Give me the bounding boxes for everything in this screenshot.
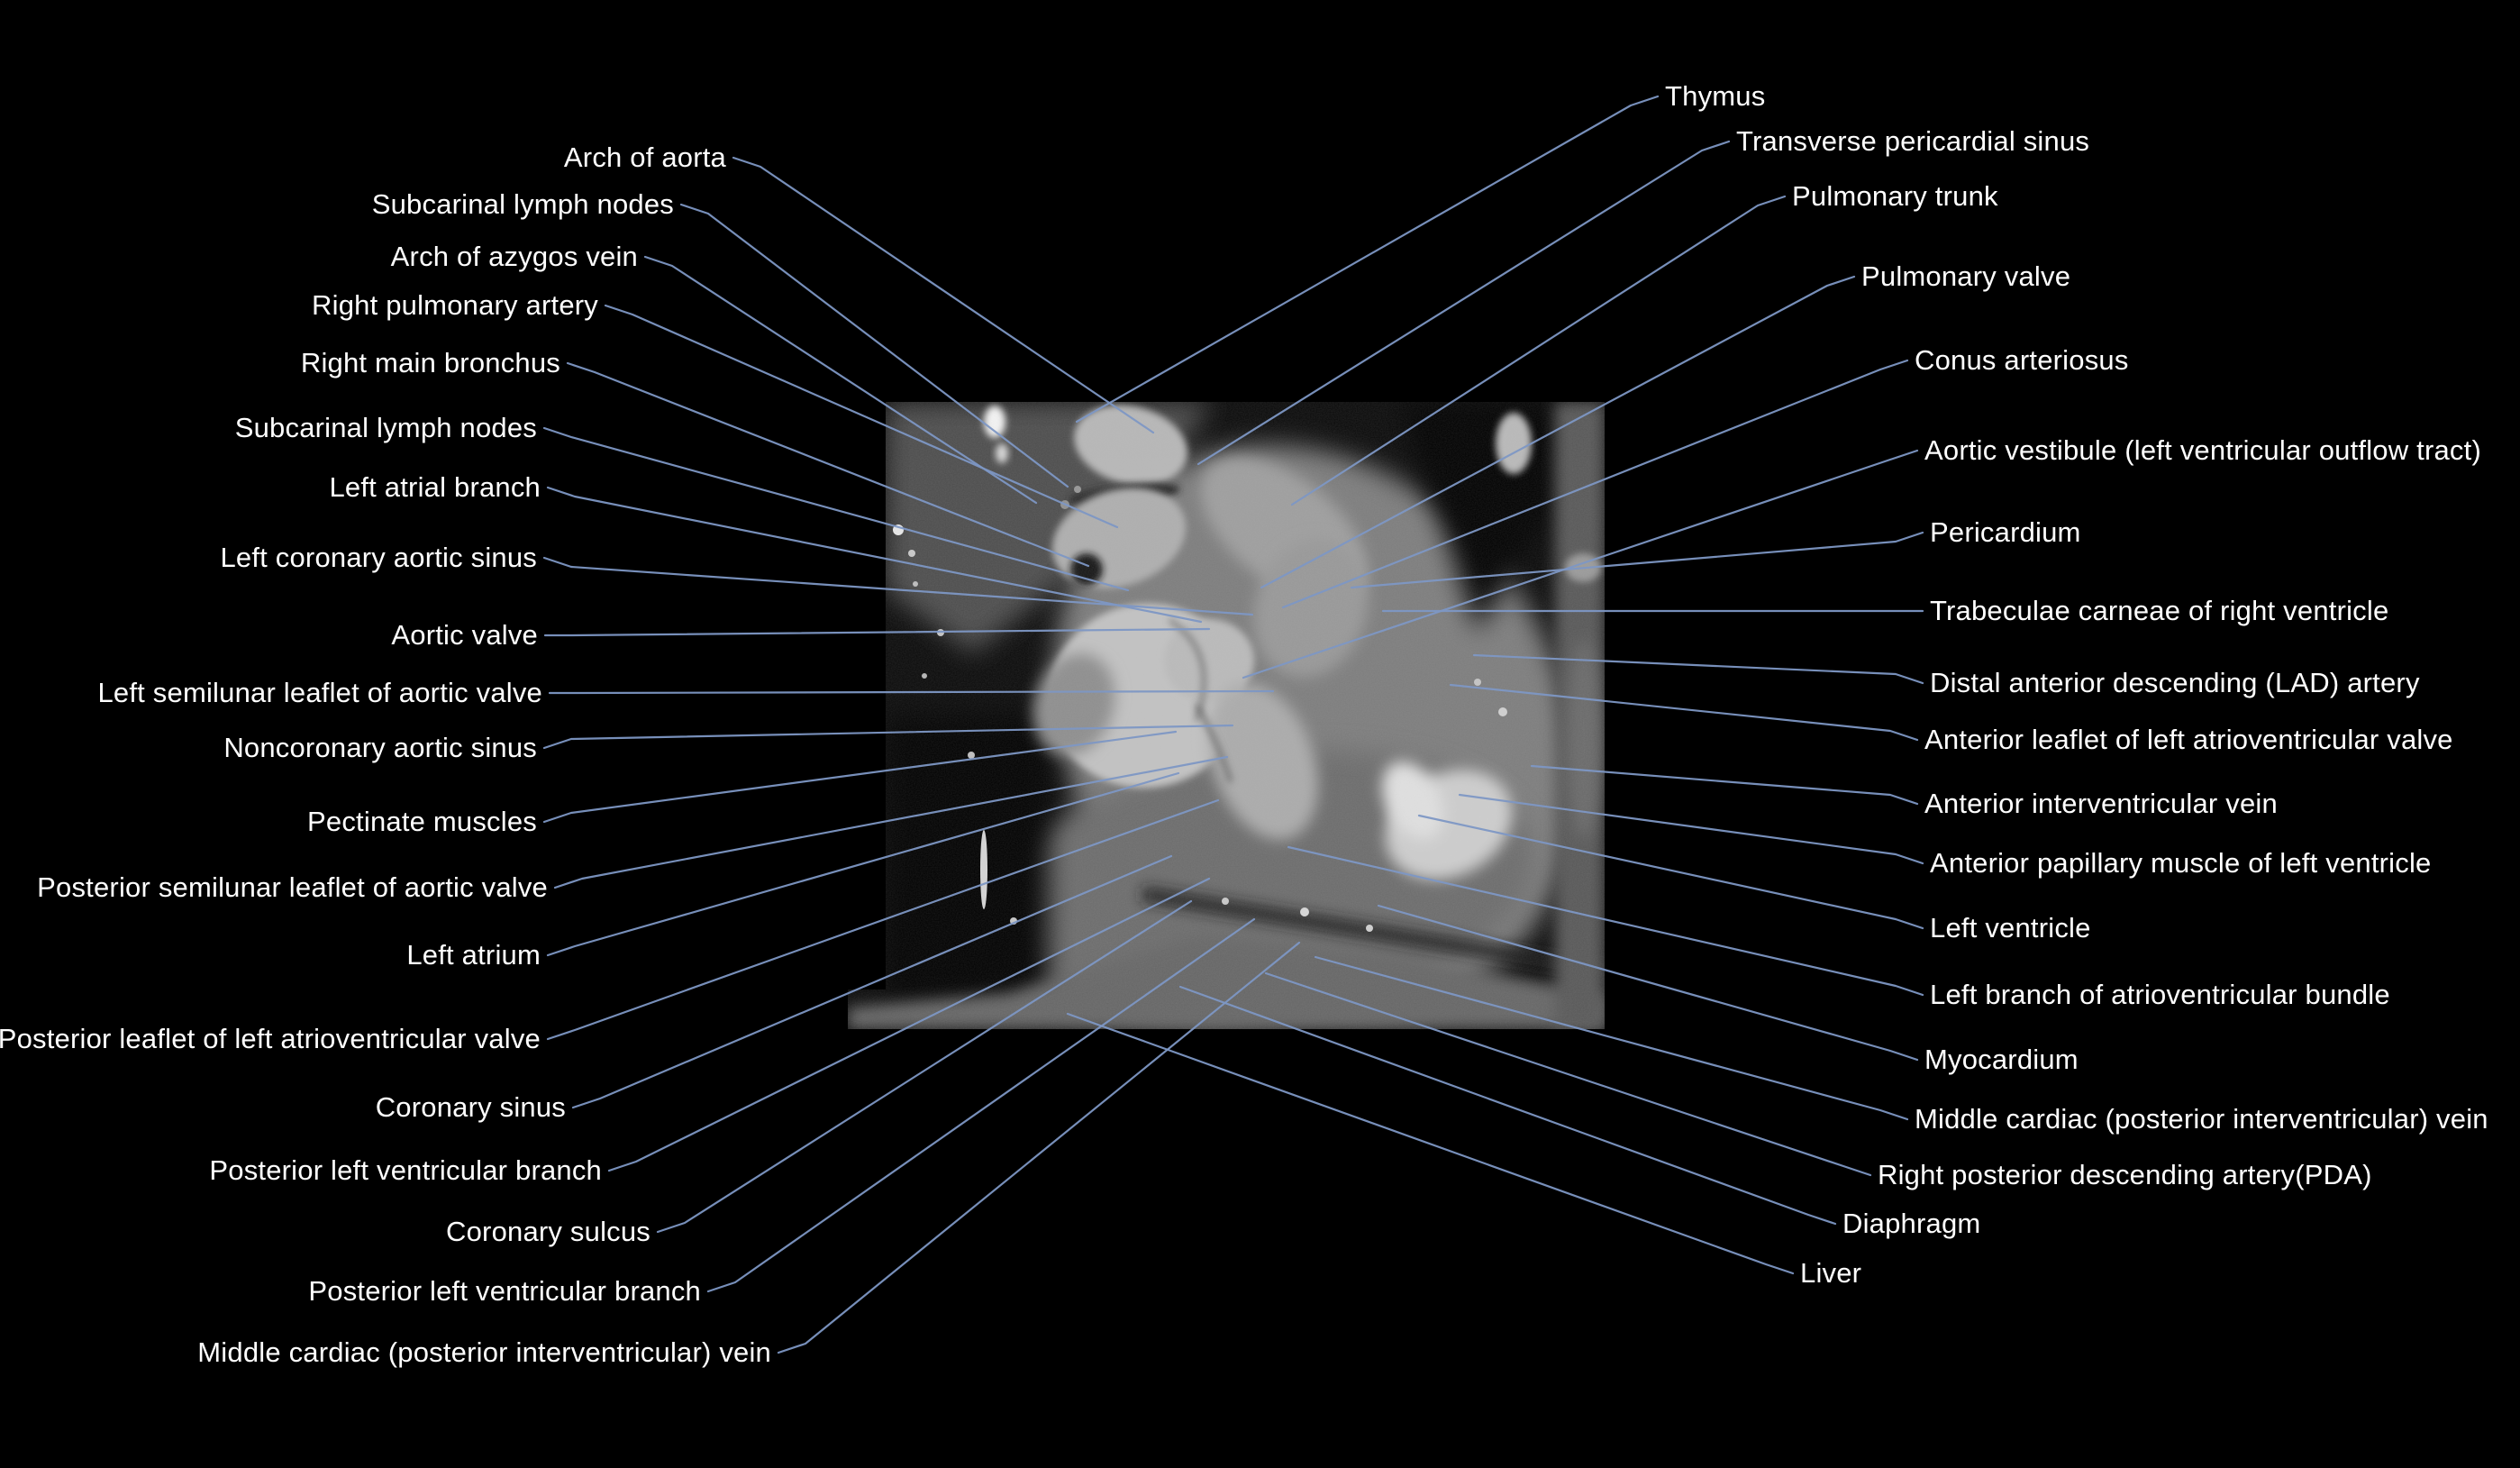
leader-subcarinal-lymph-nodes — [679, 203, 1069, 488]
ct-scan-image — [848, 402, 1605, 1029]
label-posterior-left-ventricular-branch: Posterior left ventricular branch — [209, 1154, 602, 1186]
leader-conus-arteriosus — [1281, 359, 1909, 609]
label-subcarinal-lymph-nodes: Subcarinal lymph nodes — [234, 412, 537, 443]
label-left-ventricle: Left ventricle — [1930, 912, 2091, 944]
leader-liver — [1066, 1012, 1795, 1275]
leader-diaphragm — [1178, 985, 1837, 1226]
leader-transverse-pericardial-sinus — [1196, 140, 1731, 466]
leader-right-pulmonary-artery — [604, 304, 1119, 529]
leader-anterior-papillary-muscle-of-left-ventricle — [1458, 793, 1924, 865]
leader-left-branch-of-atrioventricular-bundle — [1287, 845, 1924, 997]
leader-left-atrium — [546, 771, 1180, 957]
leader-middle-cardiac-posterior-interventricular-vein — [1314, 955, 1909, 1121]
label-conus-arteriosus: Conus arteriosus — [1915, 344, 2129, 376]
label-aortic-vestibule-left-ventricular-outflow-tract: Aortic vestibule (left ventricular outfl… — [1924, 434, 2481, 466]
label-arch-of-azygos-vein: Arch of azygos vein — [390, 241, 638, 272]
leader-anterior-leaflet-of-left-atrioventricular-valve — [1449, 683, 1919, 742]
leader-arch-of-azygos-vein — [643, 255, 1038, 505]
leader-thymus — [1075, 95, 1660, 424]
label-thymus: Thymus — [1665, 80, 1766, 112]
label-pulmonary-valve: Pulmonary valve — [1861, 260, 2071, 292]
label-posterior-leaflet-of-left-atrioventricular-valve: Posterior leaflet of left atrioventricul… — [0, 1023, 541, 1054]
label-right-posterior-descending-artery-pda: Right posterior descending artery(PDA) — [1878, 1159, 2372, 1190]
leader-noncoronary-aortic-sinus — [542, 724, 1234, 750]
label-pericardium: Pericardium — [1930, 516, 2081, 548]
leader-lines-layer — [542, 95, 1924, 1354]
leader-middle-cardiac-posterior-interventricular-vein — [777, 941, 1301, 1354]
label-middle-cardiac-posterior-interventricular-vein: Middle cardiac (posterior interventricul… — [1915, 1103, 2488, 1135]
label-middle-cardiac-posterior-interventricular-vein: Middle cardiac (posterior interventricul… — [197, 1336, 771, 1368]
label-noncoronary-aortic-sinus: Noncoronary aortic sinus — [223, 732, 537, 763]
leader-left-ventricle — [1417, 814, 1924, 930]
leader-posterior-leaflet-of-left-atrioventricular-valve — [546, 798, 1220, 1041]
leader-left-semilunar-leaflet-of-aortic-valve — [548, 689, 1275, 695]
leader-posterior-left-ventricular-branch — [607, 877, 1211, 1172]
label-right-main-bronchus: Right main bronchus — [300, 347, 560, 378]
leader-distal-anterior-descending-lad-artery — [1472, 653, 1924, 685]
label-left-atrium: Left atrium — [406, 939, 541, 971]
leader-right-posterior-descending-artery-pda — [1264, 971, 1872, 1177]
label-myocardium: Myocardium — [1924, 1044, 2079, 1075]
leader-posterior-left-ventricular-branch — [706, 917, 1256, 1293]
label-anterior-leaflet-of-left-atrioventricular-valve: Anterior leaflet of left atrioventricula… — [1924, 724, 2453, 755]
leader-myocardium — [1377, 904, 1919, 1062]
leader-aortic-vestibule-left-ventricular-outflow-tract — [1242, 449, 1919, 679]
leader-coronary-sinus — [571, 854, 1173, 1109]
leader-subcarinal-lymph-nodes — [542, 426, 1130, 592]
leader-aortic-valve — [543, 627, 1211, 637]
label-anterior-papillary-muscle-of-left-ventricle: Anterior papillary muscle of left ventri… — [1930, 847, 2432, 879]
label-subcarinal-lymph-nodes: Subcarinal lymph nodes — [371, 188, 674, 220]
label-distal-anterior-descending-lad-artery: Distal anterior descending (LAD) artery — [1930, 667, 2420, 698]
leader-pectinate-muscles — [542, 730, 1178, 824]
leader-anterior-interventricular-vein — [1530, 764, 1919, 806]
label-left-semilunar-leaflet-of-aortic-valve: Left semilunar leaflet of aortic valve — [97, 677, 542, 708]
label-left-atrial-branch: Left atrial branch — [329, 471, 541, 503]
label-coronary-sinus: Coronary sinus — [375, 1091, 566, 1123]
label-posterior-left-ventricular-branch: Posterior left ventricular branch — [308, 1275, 701, 1307]
label-anterior-interventricular-vein: Anterior interventricular vein — [1924, 788, 2278, 819]
leader-left-coronary-aortic-sinus — [542, 556, 1254, 616]
label-left-coronary-aortic-sinus: Left coronary aortic sinus — [220, 542, 537, 573]
label-pulmonary-trunk: Pulmonary trunk — [1792, 180, 1998, 212]
label-pectinate-muscles: Pectinate muscles — [307, 806, 537, 837]
label-left-branch-of-atrioventricular-bundle: Left branch of atrioventricular bundle — [1930, 979, 2390, 1010]
leader-pulmonary-valve — [1260, 275, 1856, 589]
label-transverse-pericardial-sinus: Transverse pericardial sinus — [1736, 125, 2090, 157]
label-coronary-sulcus: Coronary sulcus — [446, 1216, 650, 1247]
label-posterior-semilunar-leaflet-of-aortic-valve: Posterior semilunar leaflet of aortic va… — [37, 871, 548, 903]
leader-posterior-semilunar-leaflet-of-aortic-valve — [553, 755, 1229, 889]
leader-pulmonary-trunk — [1290, 195, 1787, 506]
label-diaphragm: Diaphragm — [1842, 1208, 1981, 1239]
label-right-pulmonary-artery: Right pulmonary artery — [312, 289, 598, 321]
leader-arch-of-aorta — [732, 156, 1155, 434]
label-aortic-valve: Aortic valve — [391, 619, 538, 651]
leader-left-atrial-branch — [546, 486, 1203, 624]
label-arch-of-aorta: Arch of aorta — [563, 141, 726, 173]
label-liver: Liver — [1800, 1257, 1862, 1289]
label-trabeculae-carneae-of-right-ventricle: Trabeculae carneae of right ventricle — [1930, 595, 2389, 626]
leader-coronary-sulcus — [656, 899, 1193, 1234]
leader-pericardium — [1350, 531, 1924, 589]
leader-right-main-bronchus — [566, 361, 1090, 568]
